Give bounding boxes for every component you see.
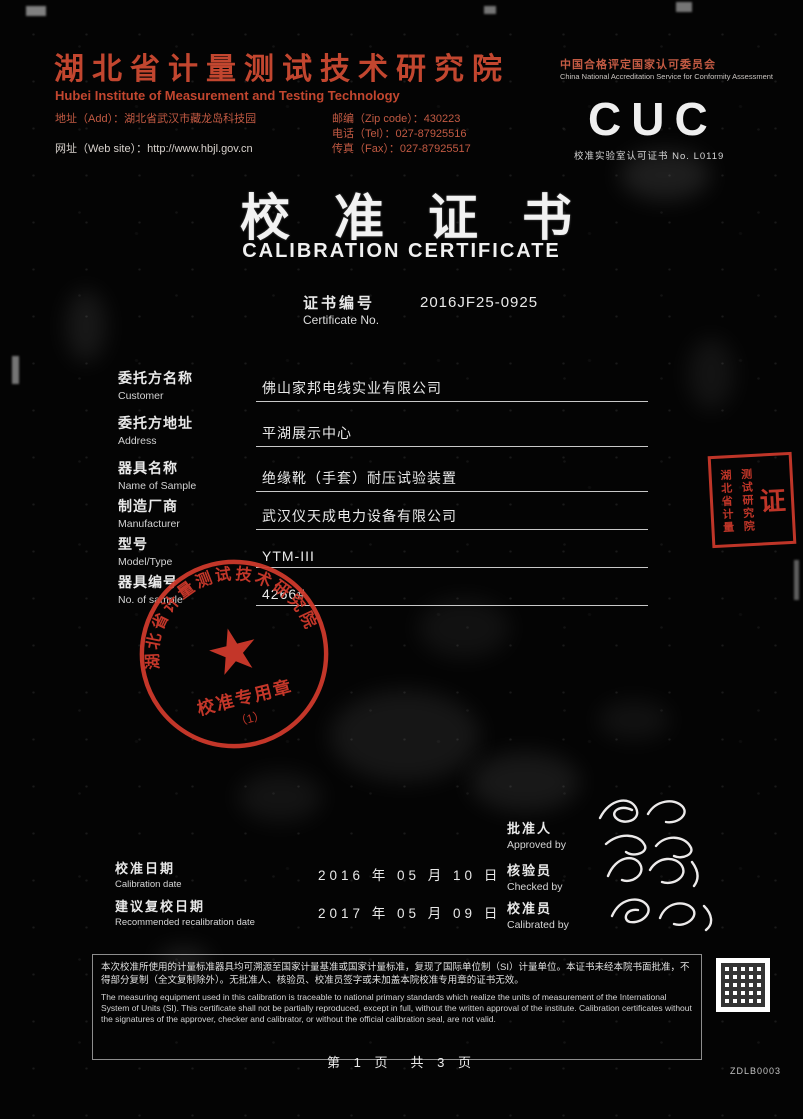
calibrated-signature bbox=[610, 898, 713, 932]
checked-by-label-en: Checked by bbox=[507, 881, 563, 893]
certificate-no-label-cn: 证书编号 bbox=[303, 295, 376, 312]
rect-stamp-seal-char: 证 bbox=[758, 484, 787, 517]
institute-name-cn: 湖北省计量测试技术研究院 bbox=[54, 53, 510, 86]
checked-by-label-cn: 核验员 bbox=[507, 863, 553, 878]
calibration-date-label-en: Calibration date bbox=[115, 879, 182, 890]
accreditation-name-en: China National Accreditation Service for… bbox=[560, 72, 774, 81]
field-row-manufacturer: 制造厂商 Manufacturer 武汉仪天成电力设备有限公司 bbox=[118, 496, 648, 530]
field-row-sample-name: 器具名称 Name of Sample 绝缘靴（手套）耐压试验装置 bbox=[118, 458, 648, 492]
accreditation-logo: CUC bbox=[588, 93, 718, 145]
field-row-model: 型号 Model/Type YTM-III bbox=[118, 534, 648, 568]
document-code: ZDLB0003 bbox=[729, 1066, 781, 1076]
field-value: 4266# bbox=[256, 586, 648, 606]
field-value: YTM-III bbox=[256, 548, 648, 568]
field-value: 佛山家邦电线实业有限公司 bbox=[256, 378, 648, 402]
scan-smudge bbox=[238, 772, 322, 822]
field-label-en: Name of Sample bbox=[118, 480, 197, 492]
accreditation-number: 校准实验室认可证书 No. L0119 bbox=[574, 151, 725, 162]
field-label-cn: 型号 bbox=[118, 536, 148, 552]
disclaimer-text-en: The measuring equipment used in this cal… bbox=[101, 991, 692, 1025]
calibration-date-label-cn: 校准日期 bbox=[115, 861, 176, 876]
scan-artifact bbox=[26, 6, 46, 16]
checked-by-label: 核验员 Checked by bbox=[507, 860, 562, 893]
scan-smudge bbox=[598, 700, 670, 740]
field-row-sample-no: 器具编号 No. of sample 4266# bbox=[118, 572, 648, 606]
seal-ring bbox=[139, 559, 329, 749]
institute-name-en: Hubei Institute of Measurement and Testi… bbox=[55, 88, 400, 103]
contact-zip: 邮编（Zip code）：430223 bbox=[332, 113, 461, 125]
contact-tel: 电话（Tel）：027-87925516 bbox=[332, 128, 467, 140]
calibrated-by-label: 校准员 Calibrated by bbox=[507, 898, 569, 931]
scan-smudge bbox=[418, 598, 510, 658]
accreditation-name-cn: 中国合格评定国家认可委员会 bbox=[560, 59, 716, 71]
disclaimer-text-cn: 本次校准所使用的计量标准器具均可溯源至国家计量基准或国家计量标准，复现了国际单位… bbox=[101, 962, 690, 987]
field-label-cn: 制造厂商 bbox=[118, 498, 178, 514]
scan-smudge bbox=[688, 338, 734, 410]
disclaimer-box: 本次校准所使用的计量标准器具均可溯源至国家计量基准或国家计量标准，复现了国际单位… bbox=[92, 954, 702, 1060]
recalibration-date-label-cn: 建议复校日期 bbox=[115, 899, 206, 914]
contact-address: 地址（Add）：湖北省武汉市藏龙岛科技园 bbox=[55, 113, 257, 125]
field-value: 绝缘靴（手套）耐压试验装置 bbox=[256, 468, 648, 492]
field-label-cn: 委托方地址 bbox=[118, 415, 193, 431]
rect-stamp-text: 测试研究院 bbox=[739, 467, 755, 534]
scan-smudge bbox=[470, 752, 580, 812]
approved-by-label-en: Approved by bbox=[507, 839, 566, 851]
field-label-en: Manufacturer bbox=[118, 518, 180, 530]
scan-artifact bbox=[676, 2, 692, 12]
certificate-no-label-en: Certificate No. bbox=[303, 313, 380, 327]
recalibration-date-label-en: Recommended recalibration date bbox=[115, 917, 255, 928]
contact-website: 网址（Web site）：http://www.hbjl.gov.cn bbox=[55, 143, 253, 155]
certificate-title-en: CALIBRATION CERTIFICATE bbox=[242, 240, 561, 262]
star-icon: ★ bbox=[199, 611, 268, 690]
field-label-cn: 器具编号 bbox=[118, 574, 178, 590]
checked-signature bbox=[606, 856, 699, 888]
calibrated-by-label-cn: 校准员 bbox=[507, 901, 553, 916]
scan-artifact bbox=[794, 560, 799, 600]
field-label-cn: 委托方名称 bbox=[118, 370, 193, 386]
seal-number: （1） bbox=[234, 708, 267, 729]
field-row-customer: 委托方名称 Customer 佛山家邦电线实业有限公司 bbox=[118, 368, 648, 402]
field-label-en: Customer bbox=[118, 390, 164, 402]
calibration-seal-stamp: 湖北省计量测试技术研究院 ★ 校准专用章 （1） bbox=[124, 545, 329, 749]
field-value: 平湖展示中心 bbox=[256, 423, 648, 447]
field-label-en: Address bbox=[118, 435, 157, 447]
field-label-cn: 器具名称 bbox=[118, 460, 178, 476]
calibration-date-label: 校准日期 Calibration date bbox=[115, 858, 182, 890]
field-label-en: Model/Type bbox=[118, 556, 173, 568]
field-row-address: 委托方地址 Address 平湖展示中心 bbox=[118, 413, 648, 447]
scan-smudge bbox=[66, 290, 106, 362]
calibration-date-value: 2016 年 05 月 10 日 bbox=[318, 868, 502, 883]
certification-rect-stamp: 湖北省计量 测试研究院 证 bbox=[707, 451, 797, 549]
certificate-no-value: 2016JF25-0925 bbox=[420, 294, 539, 311]
recalibration-date-value: 2017 年 05 月 09 日 bbox=[318, 906, 502, 921]
scan-artifact bbox=[12, 356, 19, 384]
field-value: 武汉仪天成电力设备有限公司 bbox=[256, 506, 648, 530]
certificate-title-cn: 校准证书 bbox=[240, 190, 616, 246]
approved-signature bbox=[598, 799, 693, 859]
approved-by-label: 批准人 Approved by bbox=[507, 818, 566, 851]
approved-by-label-cn: 批准人 bbox=[507, 821, 553, 836]
scan-artifact bbox=[484, 6, 496, 14]
recalibration-date-label: 建议复校日期 Recommended recalibration date bbox=[115, 896, 255, 928]
scan-smudge bbox=[330, 690, 480, 782]
calibrated-by-label-en: Calibrated by bbox=[507, 919, 569, 931]
page-number: 第 1 页 共 3 页 bbox=[327, 1055, 476, 1070]
field-label-en: No. of sample bbox=[118, 594, 183, 606]
qr-code bbox=[716, 958, 770, 1012]
contact-fax: 传真（Fax）：027-87925517 bbox=[332, 143, 471, 155]
rect-stamp-text: 湖北省计量 bbox=[718, 468, 735, 535]
